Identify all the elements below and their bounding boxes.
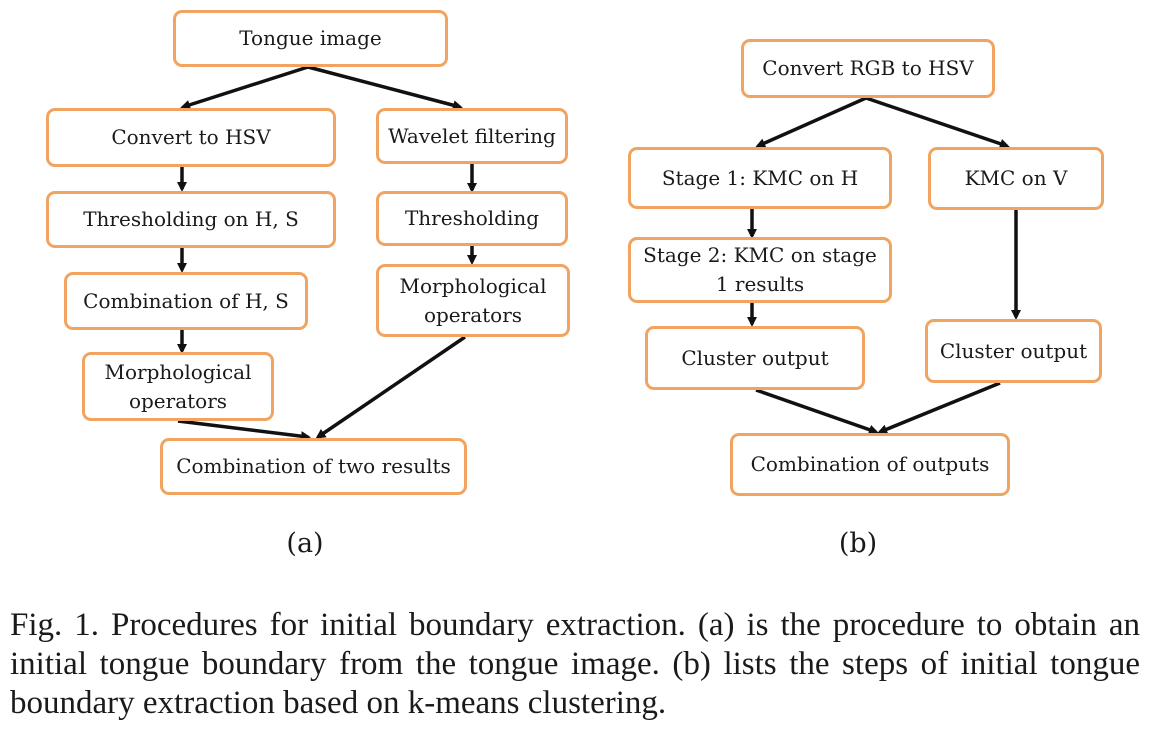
arrow-tongue-to-hsv — [180, 65, 309, 110]
node-combination-of-outputs: Combination of outputs — [730, 433, 1010, 496]
node-label: Combination of H, S — [83, 288, 289, 313]
node-label: Cluster output — [939, 338, 1088, 363]
arrow-morph-left-to-combination — [177, 419, 311, 442]
node-label: Morphological operators — [399, 273, 547, 327]
node-label: Convert RGB to HSV — [762, 56, 974, 80]
node-combination-h-s: Combination of H, S — [64, 272, 308, 330]
figure-caption: Fig. 1. Procedures for initial boundary … — [10, 607, 1140, 721]
node-label: Stage 1: KMC on H — [661, 165, 859, 190]
node-cluster-output-left: Cluster output — [645, 326, 865, 390]
node-label: Wavelet filtering — [388, 123, 556, 148]
arrow-convert-to-kmcv — [865, 96, 1010, 149]
arrow-cluster-right-to-combination — [877, 381, 1001, 434]
node-combination-of-two-results: Combination of two results — [160, 438, 467, 495]
node-label: Combination of outputs — [750, 452, 990, 476]
arrow-tongue-to-wavelet — [307, 65, 463, 111]
node-morphological-operators-left: Morphological operators — [82, 352, 274, 421]
node-cluster-output-right: Cluster output — [925, 319, 1102, 383]
node-label: Tongue image — [239, 26, 382, 50]
node-label: Combination of two results — [176, 454, 451, 478]
node-label: KMC on V — [964, 166, 1068, 190]
subfigure-label-a: (a) — [286, 528, 324, 559]
node-thresholding-h-s: Thresholding on H, S — [46, 191, 336, 248]
node-tongue-image: Tongue image — [173, 10, 448, 67]
node-label: Stage 2: KMC on stage 1 results — [643, 243, 877, 296]
node-convert-to-hsv: Convert to HSV — [46, 108, 336, 167]
node-label: Convert to HSV — [111, 125, 271, 149]
arrow-convert-to-stage1 — [755, 96, 867, 148]
node-label: Cluster output — [681, 345, 829, 370]
node-label: Morphological operators — [104, 359, 252, 413]
node-wavelet-filtering: Wavelet filtering — [376, 108, 568, 164]
arrow-morph-right-to-combination — [315, 335, 466, 439]
node-kmc-on-v: KMC on V — [928, 147, 1104, 210]
node-convert-rgb-to-hsv: Convert RGB to HSV — [741, 39, 995, 98]
node-label: Thresholding on H, S — [83, 207, 299, 231]
node-label: Thresholding — [404, 206, 540, 230]
node-morphological-operators-right: Morphological operators — [376, 264, 570, 337]
node-thresholding: Thresholding — [376, 191, 568, 246]
node-stage2-kmc-on-stage1: Stage 2: KMC on stage 1 results — [628, 237, 892, 303]
subfigure-label-b: (b) — [838, 528, 878, 559]
arrow-cluster-left-to-combination — [755, 388, 879, 435]
node-stage1-kmc-on-h: Stage 1: KMC on H — [628, 147, 892, 209]
